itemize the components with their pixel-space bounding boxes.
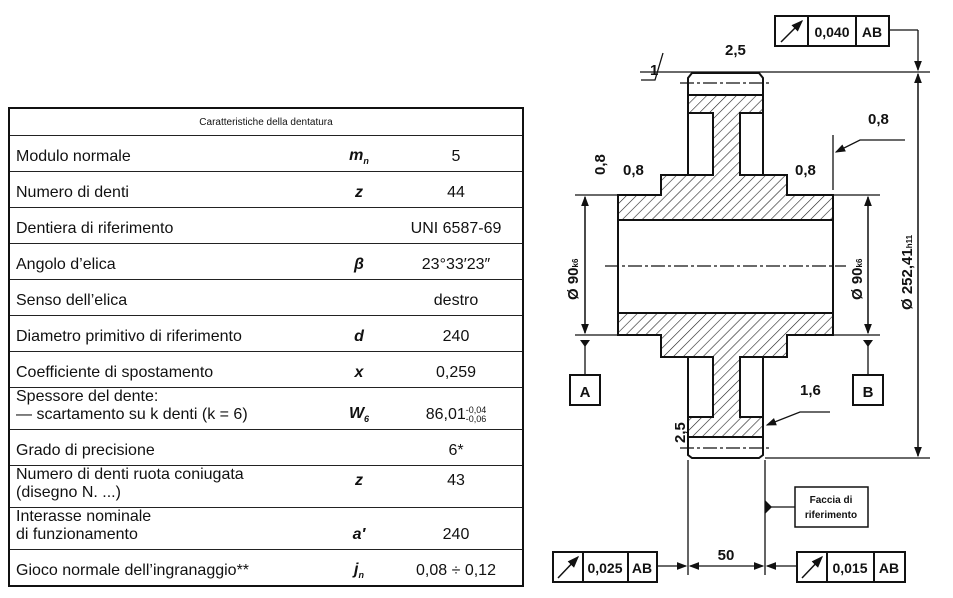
reference-face-note	[794, 486, 869, 528]
bore-right-dimension: Ø 90	[849, 267, 866, 300]
outer-diameter-dimension: Ø 252,41	[899, 248, 916, 310]
tolerance-frame-top: 0,040 AB	[774, 15, 890, 47]
roughness-top-left: 1	[650, 62, 658, 79]
bore-left-dimension: Ø 90	[565, 267, 582, 300]
svg-text:0,015: 0,015	[832, 560, 867, 576]
gear-characteristics-table: Caratteristiche della dentatura Modulo n…	[8, 107, 524, 587]
datum-a-box	[569, 374, 601, 406]
roughness-hub-right: 0,8	[795, 162, 816, 179]
svg-text:riferimento: riferimento	[805, 510, 857, 521]
svg-text:AB: AB	[632, 560, 652, 576]
width-dimension: 50	[718, 547, 735, 564]
runout-arrow-icon	[557, 555, 580, 579]
gear-section	[617, 72, 834, 459]
svg-text:Ø 90k6: Ø 90k6	[565, 258, 582, 300]
roughness-bottom-left: 2,5	[672, 422, 689, 443]
datum-b-box	[852, 374, 884, 406]
runout-arrow-icon	[780, 19, 804, 43]
svg-text:AB: AB	[862, 24, 882, 40]
svg-text:Faccia di: Faccia di	[810, 495, 853, 506]
table-row: Numero di denti ruota coniugata(disegno …	[9, 465, 523, 508]
svg-text:0,025: 0,025	[587, 560, 622, 576]
roughness-top: 2,5	[725, 42, 746, 59]
roughness-hub-left: 0,8	[623, 162, 644, 179]
roughness-hub-left-vertical: 0,8	[592, 154, 609, 175]
svg-text:Ø 90k6: Ø 90k6	[849, 258, 866, 300]
runout-arrow-icon	[801, 555, 824, 579]
datum-b: B	[863, 384, 874, 401]
svg-text:Ø 252,41h11: Ø 252,41h11	[899, 234, 916, 310]
svg-text:AB: AB	[879, 560, 899, 576]
table-row: Spessore del dente:— scartamento su k de…	[9, 387, 523, 430]
datum-a: A	[580, 384, 591, 401]
svg-text:0,040: 0,040	[814, 24, 849, 40]
table-title: Caratteristiche della dentatura	[9, 107, 523, 136]
tolerance-frame-bottom-right: 0,015 AB	[796, 551, 906, 583]
roughness-right: 0,8	[868, 111, 889, 128]
roughness-bottom-right: 1,6	[800, 382, 821, 399]
tolerance-frame-bottom-left: 0,025 AB	[552, 551, 658, 583]
